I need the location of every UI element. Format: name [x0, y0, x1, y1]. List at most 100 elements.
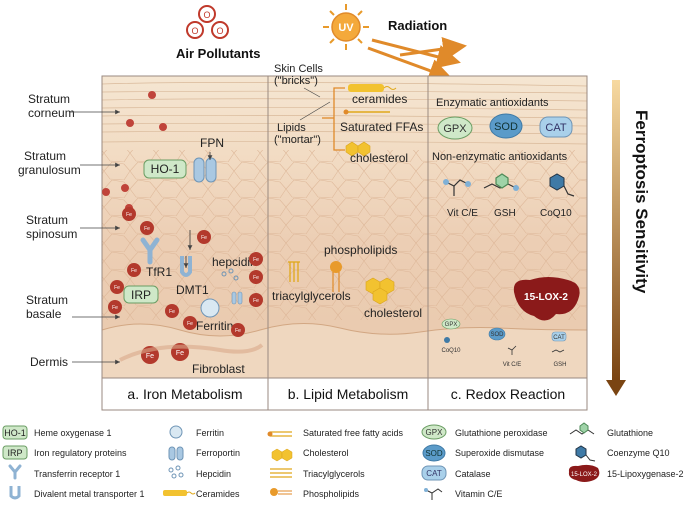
radiation-label: Radiation: [388, 18, 447, 33]
fe-labels: Fe Fe Fe Fe Fe Fe Fe Fe Fe Fe Fe Fe Fe F…: [112, 212, 259, 360]
cat-label: CAT: [545, 122, 566, 134]
legend-coq10-icon: [575, 445, 596, 462]
legend-cat-icon: [421, 465, 447, 481]
enzymatic-label: Enzymatic antioxidants: [436, 97, 549, 109]
fibroblast-shape: [119, 343, 264, 362]
small-sod-icon: [488, 327, 506, 341]
small-coq10-label: CoQ10: [441, 348, 461, 354]
air-pollutants-group: O O O Air Pollutants: [176, 5, 261, 61]
svg-text:Fe: Fe: [176, 350, 184, 357]
legend-tag-text: Triacylglycerols: [303, 469, 365, 479]
ferritin-icon: [200, 298, 220, 318]
irp-label: IRP: [131, 288, 151, 302]
ozone-atom-icon: [186, 21, 204, 39]
small-cat-label: CAT: [553, 335, 565, 341]
cholesterol-icon: [365, 277, 395, 305]
panel-a-caption: a. Iron Metabolism: [127, 386, 242, 402]
legend-vitce-text: Vitamin C/E: [455, 489, 502, 499]
sod-icon: [489, 113, 523, 139]
ferroportin-icon: [193, 152, 217, 183]
small-coq10-icon: [444, 337, 450, 343]
small-vitce-icon: [507, 345, 517, 355]
phospholipids-label: phospholipids: [324, 243, 397, 257]
legend-ferroportin-text: Ferroportin: [196, 448, 240, 458]
lipid-bracket: [333, 87, 345, 151]
legend-tag-icon: [270, 468, 292, 478]
small-gpx-label: GPX: [445, 322, 458, 328]
sun-icon: [323, 4, 369, 50]
svg-text:Fe: Fe: [253, 275, 259, 281]
small-gpx-icon: [441, 318, 461, 330]
redox-panel: Enzymatic antioxidants GPX SOD CAT Non-e…: [432, 97, 580, 368]
cholesterol-label: cholesterol: [350, 151, 408, 165]
radiation-arrows: [367, 37, 467, 83]
saturated-ffas-label: Saturated FFAs: [340, 120, 423, 134]
ozone-letter: O: [216, 26, 223, 36]
legend-lox-abbr: 15-LOX-2: [571, 472, 598, 478]
tfr1-label: TfR1: [146, 265, 172, 279]
dermis-region: [102, 323, 587, 378]
gsh-icon: [483, 173, 519, 191]
ceramides-label: ceramides: [352, 92, 407, 106]
fpn-label: FPN: [200, 136, 224, 150]
legend-sffa-icon: [267, 431, 292, 437]
cholesterol-icon: [345, 141, 371, 157]
ozone-letter: O: [203, 10, 210, 20]
phospholipid-icon: [330, 261, 342, 292]
ceramides-icon: [348, 84, 397, 92]
legend-gpx-icon: [421, 424, 447, 440]
small-vitce-label: Vit C/E: [503, 362, 522, 368]
legend-lox-icon: [568, 464, 600, 482]
svg-text:Fe: Fe: [187, 321, 193, 327]
svg-text:Fe: Fe: [146, 353, 154, 360]
legend-dmt1-icon: [9, 486, 21, 500]
legend-gpx-abbr: GPX: [426, 428, 444, 437]
legend-sod-icon: [422, 444, 446, 462]
svg-text:Fe: Fe: [131, 268, 137, 274]
legend-irp-text: Iron regulatory proteins: [34, 448, 127, 458]
vitamin-ce-icon: [443, 179, 471, 196]
air-pollutants-label: Air Pollutants: [176, 46, 261, 61]
triacylglycerol-icon: [288, 261, 300, 282]
legend-sffa-text: Saturated free fatty acids: [303, 428, 404, 438]
legend-hepcidin-icon: [168, 465, 184, 479]
small-cat-icon: [551, 331, 567, 342]
ho1-label: HO-1: [151, 162, 180, 176]
lipids-label: Lipids("mortar"): [274, 122, 321, 146]
legend-phospholipid-text: Phospholipids: [303, 489, 360, 499]
legend-cholesterol-icon: [271, 448, 293, 462]
ho1-box: [143, 159, 187, 179]
legend-tfr1-icon: [8, 464, 22, 480]
svg-text:Fe: Fe: [201, 235, 207, 241]
ozone-letter: O: [191, 26, 198, 36]
cat-icon: [539, 116, 573, 138]
gsh-label: GSH: [494, 208, 516, 219]
legend-ho1-abbr: HO-1: [4, 428, 26, 438]
legend-ceramides-text: Ceramides: [196, 489, 240, 499]
skin-frame: [101, 75, 588, 411]
legend-cat-abbr: CAT: [426, 469, 442, 478]
panel-c-caption: c. Redox Reaction: [451, 386, 565, 402]
legend-ceramides-icon: [163, 490, 196, 496]
fibroblast-label: Fibroblast: [192, 362, 245, 376]
legend-vitce-icon: [424, 488, 443, 500]
small-gsh-icon: [551, 349, 565, 353]
non-enzymatic-label: Non-enzymatic antioxidants: [432, 151, 568, 163]
dmt1-label: DMT1: [176, 283, 209, 297]
legend-ferritin-text: Ferritin: [196, 428, 224, 438]
legend-gpx-text: Glutathione peroxidase: [455, 428, 548, 438]
triacylglycerols-label: triacylglycerols: [272, 289, 351, 303]
dmt1-icon: [180, 230, 193, 277]
legend: HO-1 Heme oxygenase 1 IRP Iron regulator…: [2, 422, 684, 500]
lox-15-2-icon: [513, 277, 580, 321]
svg-text:Fe: Fe: [235, 328, 241, 334]
hepcidin-label: hepcidin: [212, 255, 257, 269]
svg-text:Fe: Fe: [126, 212, 132, 218]
svg-text:Fe: Fe: [253, 257, 259, 263]
sensitivity-arrow: [606, 80, 626, 396]
panel-b-caption: b. Lipid Metabolism: [288, 386, 409, 402]
